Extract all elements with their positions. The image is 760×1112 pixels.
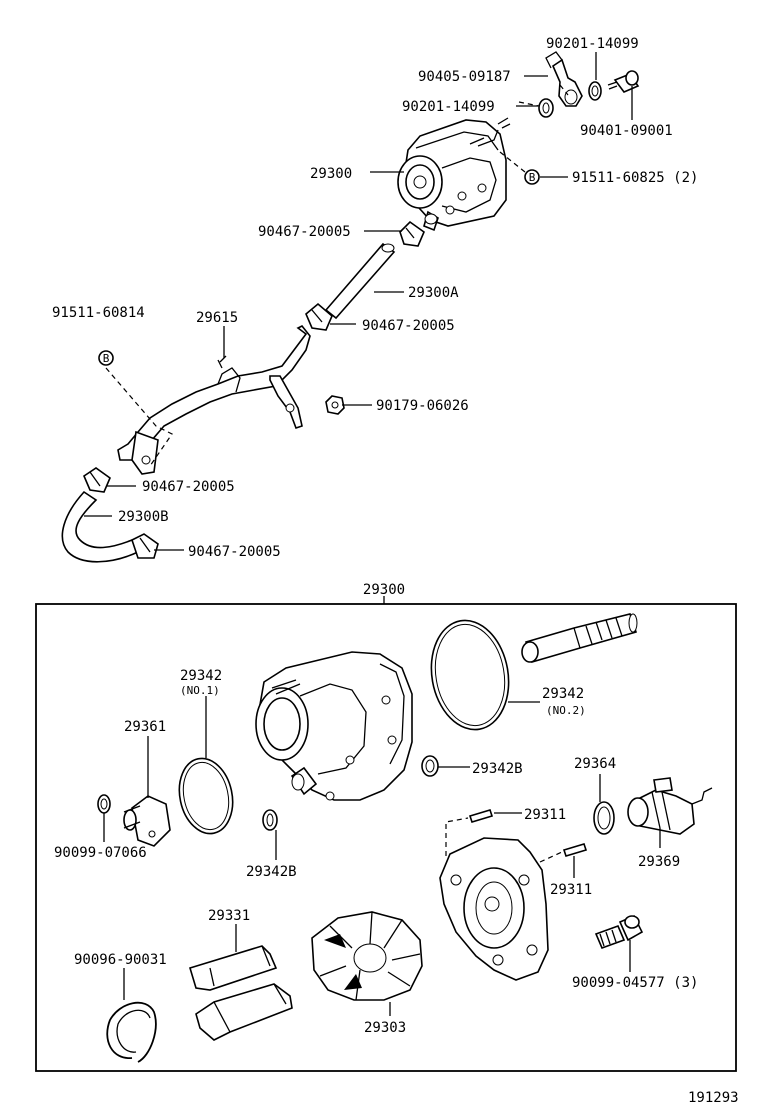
snap-ring-90096 <box>106 1001 157 1063</box>
badge-b-text-2: B <box>529 171 536 184</box>
label-29342-no2: 29342 <box>542 686 584 702</box>
label-90401-09001: 90401-09001 <box>580 123 673 139</box>
label-29300A: 29300A <box>408 285 459 301</box>
label-29300-top: 29300 <box>310 166 352 182</box>
pin-29311-a <box>468 809 494 823</box>
label-29300-box: 29300 <box>363 582 405 598</box>
label-90405-09187: 90405-09187 <box>418 69 511 85</box>
label-90467-20005-c: 90467-20005 <box>142 479 235 495</box>
o-ring-29342b-right <box>421 755 439 777</box>
gasket-top <box>588 81 602 101</box>
badge-b-text-1: B <box>103 352 110 365</box>
label-90467-20005-d: 90467-20005 <box>188 544 281 560</box>
o-ring-90099-07066 <box>97 794 111 814</box>
bolt-90099-04577 <box>594 914 644 950</box>
label-29300B: 29300B <box>118 509 169 525</box>
drive-shaft <box>521 613 638 663</box>
vacuum-hose-b <box>61 490 140 563</box>
hose-clamp-d <box>131 533 159 559</box>
o-ring-29342b-left <box>262 809 278 831</box>
o-ring-no2 <box>430 619 510 731</box>
badge-b-pump: B <box>524 169 540 185</box>
label-no1: (NO.1) <box>180 684 220 697</box>
vacuum-pump-assembly <box>397 117 511 232</box>
gasket-mid <box>538 98 554 118</box>
label-91511-60825: 91511-60825 (2) <box>572 170 698 186</box>
badge-b-pipe: B <box>98 350 114 366</box>
label-90099-07066: 90099-07066 <box>54 845 147 861</box>
union-bolt <box>545 51 583 107</box>
label-90201-14099-top: 90201-14099 <box>546 36 639 52</box>
pin-29311-b <box>562 843 588 857</box>
label-90467-20005-b: 90467-20005 <box>362 318 455 334</box>
pump-housing <box>255 651 413 801</box>
gasket-29364 <box>593 801 615 835</box>
bolt-90401 <box>607 70 640 93</box>
check-valve-29369 <box>627 777 713 835</box>
nut-90179 <box>325 395 345 415</box>
catalog-code: 191293 <box>688 1090 739 1106</box>
vacuum-pipe <box>117 324 311 475</box>
label-90179-06026: 90179-06026 <box>376 398 469 414</box>
label-90467-20005-a: 90467-20005 <box>258 224 351 240</box>
label-90096-90031: 90096-90031 <box>74 952 167 968</box>
o-ring-no1 <box>178 757 234 835</box>
hose-clamp-a <box>399 220 425 247</box>
label-29342B-right: 29342B <box>472 761 523 777</box>
coupling-29361 <box>123 795 171 847</box>
exploded-view-frame <box>35 603 737 1072</box>
label-29361: 29361 <box>124 719 166 735</box>
label-29331: 29331 <box>208 908 250 924</box>
label-29311-a: 29311 <box>524 807 566 823</box>
vacuum-hose-a <box>324 242 396 320</box>
label-no2: (NO.2) <box>546 704 586 717</box>
leader-lines-top <box>84 52 633 551</box>
hose-clamp-c <box>83 467 111 493</box>
label-90201-14099-mid: 90201-14099 <box>402 99 495 115</box>
label-29342-no1: 29342 <box>180 668 222 684</box>
label-29369: 29369 <box>638 854 680 870</box>
vanes-29331 <box>189 945 293 1041</box>
pump-cover-plate <box>439 837 549 981</box>
label-91511-60814: 91511-60814 <box>52 305 145 321</box>
label-29615: 29615 <box>196 310 238 326</box>
label-90099-04577: 90099-04577 (3) <box>572 975 698 991</box>
label-29342B-left: 29342B <box>246 864 297 880</box>
label-29303: 29303 <box>364 1020 406 1036</box>
rotor-29303 <box>311 911 423 1001</box>
label-29364: 29364 <box>574 756 616 772</box>
label-29311-b: 29311 <box>550 882 592 898</box>
hose-clamp-b <box>305 302 333 331</box>
